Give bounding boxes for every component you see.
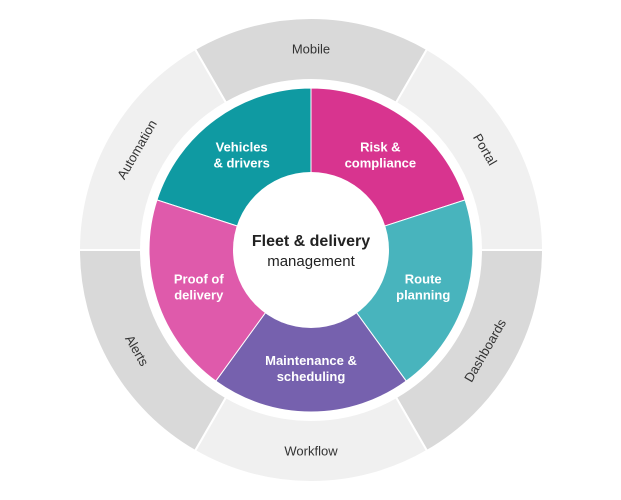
segment-label-vehicles-drivers: Vehicles& drivers — [213, 140, 269, 171]
segment-label-line: Route — [405, 271, 442, 286]
center-hub: Fleet & delivery management — [233, 172, 389, 328]
outer-ring: MobilePortalDashboardsWorkflowAlertsAuto… — [77, 17, 545, 483]
segment-label-line: compliance — [345, 156, 417, 171]
segment-label-line: Maintenance & — [265, 353, 357, 368]
hub-subtitle: management — [267, 253, 355, 270]
ring-label-workflow: Workflow — [284, 444, 338, 459]
segment-label-maintenance-scheduling: Maintenance &scheduling — [265, 353, 357, 384]
segment-label-line: Proof of — [174, 271, 224, 286]
segment-label-line: Risk & — [360, 140, 400, 155]
segment-label-line: & drivers — [213, 156, 269, 171]
segment-label-risk-compliance: Risk &compliance — [345, 140, 417, 171]
ring-label-mobile: Mobile — [292, 42, 330, 57]
segment-label-line: delivery — [174, 287, 224, 302]
segment-label-line: scheduling — [277, 369, 346, 384]
segment-label-line: Vehicles — [216, 140, 268, 155]
hub-title: Fleet & delivery — [252, 233, 370, 250]
segment-label-line: planning — [396, 287, 450, 302]
ring-segment-automation — [77, 47, 228, 251]
hub-circle — [233, 172, 389, 328]
segment-maintenance-scheduling — [215, 249, 407, 413]
